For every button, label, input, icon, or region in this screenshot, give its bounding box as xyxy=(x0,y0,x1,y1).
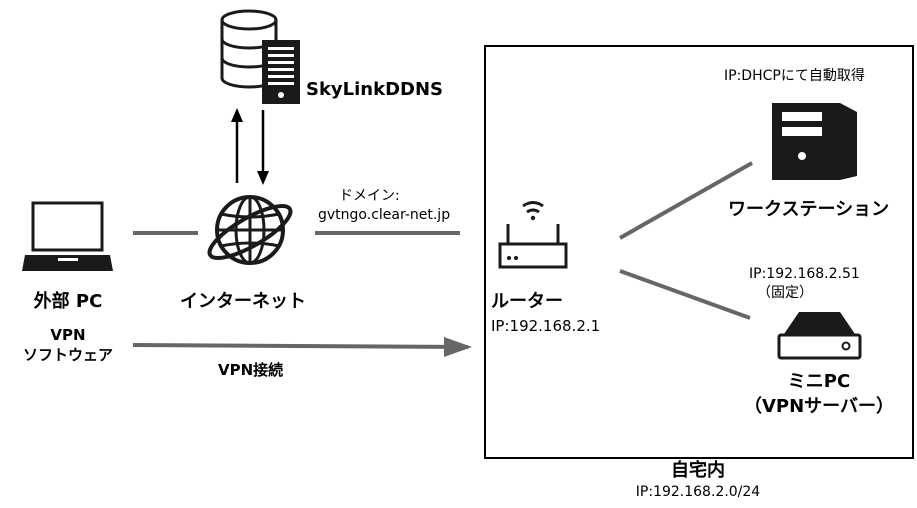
mini-pc-icon xyxy=(777,312,862,360)
external-pc-label: 外部 PC xyxy=(33,291,103,312)
domain-name-label: gvtngo.clear-net.jp xyxy=(318,207,451,223)
ddns-server-icon xyxy=(220,9,300,104)
link-router-minipc xyxy=(619,269,751,320)
vpn-software-label-line1: VPN xyxy=(50,326,86,344)
home-label: 自宅内 xyxy=(671,460,725,481)
vpn-software-label-line2: ソフトウェア xyxy=(22,346,113,364)
workstation-label: ワークステーション xyxy=(728,199,890,220)
link-router-workstation xyxy=(619,161,753,240)
vpn-arrowhead xyxy=(444,337,472,357)
globe-icon xyxy=(207,195,293,265)
workstation-ip-label: IP:DHCPにて自動取得 xyxy=(724,68,865,84)
vpn-connection-label: VPN接続 xyxy=(218,361,284,379)
laptop-icon xyxy=(22,201,113,271)
router-ip-label: IP:192.168.2.1 xyxy=(491,317,601,335)
router-icon xyxy=(498,201,568,269)
ddns-server-label: SkyLinkDDNS xyxy=(306,79,444,100)
minipc-label-line2: （VPNサーバー） xyxy=(743,396,894,417)
minipc-label-line1: ミニPC xyxy=(787,371,851,392)
arrow-up-head xyxy=(231,108,243,122)
domain-prefix-label: ドメイン: xyxy=(339,188,400,204)
internet-label: インターネット xyxy=(180,291,306,312)
tower-pc-icon xyxy=(772,103,857,180)
vpn-connection-arrow xyxy=(132,343,469,349)
minipc-ip-label: IP:192.168.2.51 xyxy=(749,266,860,282)
home-network-boundary xyxy=(484,45,914,459)
arrow-down-head xyxy=(257,171,269,185)
minipc-ip-note: （固定） xyxy=(757,285,813,301)
router-label: ルーター xyxy=(491,291,563,312)
home-subnet-label: IP:192.168.2.0/24 xyxy=(635,484,761,500)
